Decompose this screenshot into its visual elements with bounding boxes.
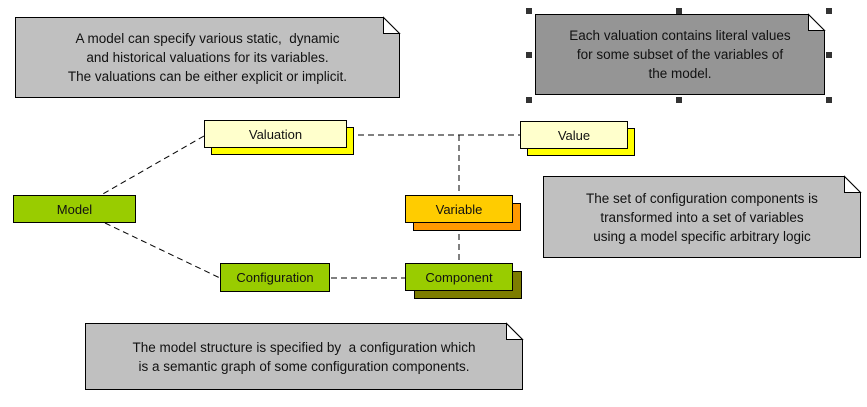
note-line: A model can specify various static, dyna…	[75, 31, 340, 46]
entity-component-label: Component	[425, 269, 493, 285]
selection-handle-bottom-right[interactable]	[826, 97, 832, 103]
note-text: The model structure is specified by a co…	[85, 323, 523, 390]
note-text: The set of configuration components is t…	[543, 176, 861, 258]
note-shape	[543, 175, 862, 258]
entity-valuation[interactable]: Valuation	[204, 120, 354, 155]
entity-configuration-label: Configuration	[236, 270, 314, 285]
note-model-valuations[interactable]: A model can specify various static, dyna…	[15, 16, 401, 98]
note-line: and historical valuations for its variab…	[86, 50, 329, 65]
note-fold-icon	[808, 13, 826, 31]
note-shape	[15, 16, 401, 98]
selection-handle-mid-right[interactable]	[826, 52, 832, 58]
connector-model-valuation[interactable]	[100, 135, 205, 196]
note-line: The set of configuration components is	[586, 190, 818, 206]
note-fold-icon	[844, 175, 862, 193]
note-shape	[535, 13, 826, 95]
selection-handle-top-right[interactable]	[826, 8, 832, 14]
note-body	[543, 176, 861, 258]
note-body	[535, 14, 825, 95]
note-line: Each valuation contains literal values	[569, 28, 791, 43]
note-line: transformed into a set of variables	[600, 209, 804, 225]
entity-configuration-box[interactable]: Configuration	[220, 263, 330, 292]
note-variables-transform[interactable]: The set of configuration components is t…	[543, 175, 862, 258]
note-line: for some subset of the variables of	[576, 47, 784, 62]
entity-component[interactable]: Component	[405, 263, 522, 299]
selection-handle-bottom-mid[interactable]	[676, 97, 682, 103]
entity-variable-label: Variable	[435, 201, 483, 217]
entity-variable[interactable]: Variable	[405, 195, 521, 231]
entity-valuation-label: Valuation	[248, 126, 303, 142]
note-fold-icon	[383, 16, 401, 34]
note-line: The model structure is specified by a co…	[132, 339, 476, 355]
note-body	[85, 323, 523, 390]
selection-handle-bottom-left[interactable]	[526, 97, 532, 103]
selection-handle-top-mid[interactable]	[676, 8, 682, 14]
selection-handle-top-left[interactable]	[526, 8, 532, 14]
entity-value-label: Value	[557, 127, 591, 143]
selection-handle-mid-left[interactable]	[526, 52, 532, 58]
entity-model-box[interactable]: Model	[13, 195, 136, 223]
entity-valuation-box[interactable]: Valuation	[204, 120, 347, 148]
note-text: A model can specify various static, dyna…	[15, 17, 400, 98]
note-valuation-values[interactable]: Each valuation contains literal values f…	[535, 13, 826, 95]
note-line: The valuations can be either explicit or…	[67, 69, 348, 84]
entity-model[interactable]: Model	[13, 195, 136, 223]
entity-configuration[interactable]: Configuration	[220, 263, 330, 292]
note-line: is a semantic graph of some configuratio…	[138, 358, 470, 374]
note-model-structure[interactable]: The model structure is specified by a co…	[85, 322, 524, 390]
note-fold-icon	[506, 322, 524, 340]
note-body	[15, 17, 400, 98]
entity-variable-box[interactable]: Variable	[405, 195, 513, 223]
entity-component-box[interactable]: Component	[405, 263, 513, 291]
note-shape	[85, 322, 524, 390]
note-text: Each valuation contains literal values f…	[535, 14, 825, 95]
entity-model-label: Model	[56, 201, 93, 217]
entity-value[interactable]: Value	[520, 121, 635, 156]
entity-value-box[interactable]: Value	[520, 121, 628, 149]
note-line: using a model specific arbitrary logic	[593, 228, 811, 244]
note-line: the model.	[648, 66, 712, 81]
connector-model-configuration[interactable]	[104, 222, 221, 279]
